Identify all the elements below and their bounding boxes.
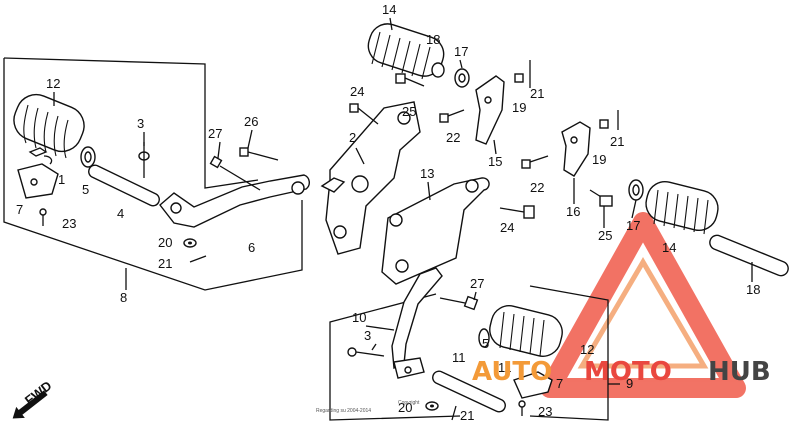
nut-19-right bbox=[599, 119, 609, 129]
bolt-24-right bbox=[499, 205, 535, 219]
callout-26: 26 bbox=[244, 114, 258, 129]
pin-21-bottom bbox=[451, 405, 457, 421]
callout-16: 16 bbox=[566, 204, 580, 219]
watermark-logo bbox=[540, 212, 746, 398]
fwd-arrow-icon bbox=[12, 390, 48, 419]
bottom-assembly-outline bbox=[329, 285, 620, 421]
callout-8: 8 bbox=[120, 290, 127, 305]
bolt-25-top bbox=[395, 73, 425, 87]
callout-21c: 21 bbox=[610, 134, 624, 149]
callout-22: 22 bbox=[446, 130, 460, 145]
pin-18-right bbox=[709, 234, 789, 277]
callout-9: 9 bbox=[626, 376, 633, 391]
callout-19b: 19 bbox=[592, 152, 606, 167]
washer-17-top bbox=[454, 68, 470, 88]
leader-lines bbox=[53, 17, 753, 351]
callout-15: 15 bbox=[488, 154, 502, 169]
nut-19-top bbox=[514, 73, 524, 83]
callout-4: 4 bbox=[117, 206, 124, 221]
callout-14b: 14 bbox=[662, 240, 676, 255]
footpeg-rubber-top bbox=[367, 23, 445, 80]
footer-fine-print: Regarding su 2004-2014 bbox=[316, 408, 371, 414]
pin-21-left bbox=[189, 255, 207, 263]
pedal-arm-6 bbox=[159, 174, 310, 228]
callout-21: 21 bbox=[158, 256, 172, 271]
washer-20-bottom bbox=[425, 401, 439, 411]
watermark-auto: AUTO bbox=[472, 357, 552, 387]
callout-labels: 12 3 1 5 7 23 4 27 26 20 21 6 8 14 18 17… bbox=[16, 2, 760, 423]
fwd-label: FWD bbox=[22, 378, 55, 408]
bracket-left bbox=[17, 163, 59, 199]
bolt-22-right bbox=[521, 155, 549, 169]
pedal-10 bbox=[391, 267, 443, 379]
spring-left bbox=[28, 147, 53, 165]
callout-2: 2 bbox=[349, 130, 356, 145]
clip-pin-3-bottom bbox=[347, 347, 385, 357]
callout-12b: 12 bbox=[580, 342, 594, 357]
callout-3b: 3 bbox=[364, 328, 371, 343]
pivot-pin-4 bbox=[88, 164, 160, 207]
bolt-27-left bbox=[209, 155, 261, 191]
callout-7: 7 bbox=[16, 202, 23, 217]
watermark-moto: MOTO bbox=[584, 357, 672, 387]
watermark-text: AUTO MOTO HUB bbox=[472, 357, 771, 387]
callout-22b: 22 bbox=[530, 180, 544, 195]
callout-27b: 27 bbox=[470, 276, 484, 291]
callout-11b: 11 bbox=[498, 360, 512, 375]
callout-19: 19 bbox=[512, 100, 526, 115]
main-bracket-2 bbox=[320, 101, 421, 255]
washer-left bbox=[80, 146, 96, 168]
callout-23: 23 bbox=[62, 216, 76, 231]
bolt-22-top bbox=[439, 109, 465, 123]
pivot-pin-11 bbox=[432, 370, 506, 413]
callout-17b: 17 bbox=[626, 218, 640, 233]
callout-18b: 18 bbox=[746, 282, 760, 297]
callout-18: 18 bbox=[426, 32, 440, 47]
bolt-bottom-23 bbox=[518, 400, 526, 416]
callout-17: 17 bbox=[454, 44, 468, 59]
callout-24: 24 bbox=[350, 84, 364, 99]
footpeg-rubber-bottom bbox=[478, 305, 563, 357]
callout-20b: 20 bbox=[398, 400, 412, 415]
callout-21d: 21 bbox=[460, 408, 474, 423]
callout-10: 10 bbox=[352, 310, 366, 325]
callout-24b: 24 bbox=[500, 220, 514, 235]
bracket-15 bbox=[475, 75, 505, 145]
copyright-text: Copyright bbox=[398, 400, 420, 406]
washer-17-right bbox=[628, 179, 644, 201]
callout-12: 12 bbox=[46, 76, 60, 91]
callout-21b: 21 bbox=[530, 86, 544, 101]
callout-20: 20 bbox=[158, 235, 172, 250]
callout-5b: 5 bbox=[482, 336, 489, 351]
callout-27: 27 bbox=[208, 126, 222, 141]
clip-pin-3 bbox=[138, 142, 150, 178]
callout-14: 14 bbox=[382, 2, 396, 17]
bolt-27-bottom bbox=[439, 295, 479, 311]
bracket-bottom bbox=[513, 371, 553, 399]
callout-1: 1 bbox=[58, 172, 65, 187]
bolt-26 bbox=[239, 147, 279, 161]
bolt-left-23 bbox=[39, 208, 47, 226]
watermark-hub: HUB bbox=[708, 357, 771, 387]
callout-5: 5 bbox=[82, 182, 89, 197]
callout-25b: 25 bbox=[598, 228, 612, 243]
callout-23b: 23 bbox=[538, 404, 552, 419]
footpeg-rubber-right bbox=[645, 181, 719, 235]
washer-20-left bbox=[183, 238, 197, 248]
bracket-13 bbox=[381, 177, 490, 285]
bolt-25-right bbox=[589, 189, 613, 207]
callout-11: 11 bbox=[452, 350, 466, 365]
callout-25: 25 bbox=[402, 104, 416, 119]
callout-7b: 7 bbox=[556, 376, 563, 391]
callout-3: 3 bbox=[137, 116, 144, 131]
bolt-24-top bbox=[349, 103, 379, 125]
footpeg-rubber-left bbox=[13, 93, 85, 159]
callout-6: 6 bbox=[248, 240, 255, 255]
bracket-16 bbox=[561, 121, 591, 177]
left-assembly-outline bbox=[3, 57, 303, 291]
callout-13: 13 bbox=[420, 166, 434, 181]
